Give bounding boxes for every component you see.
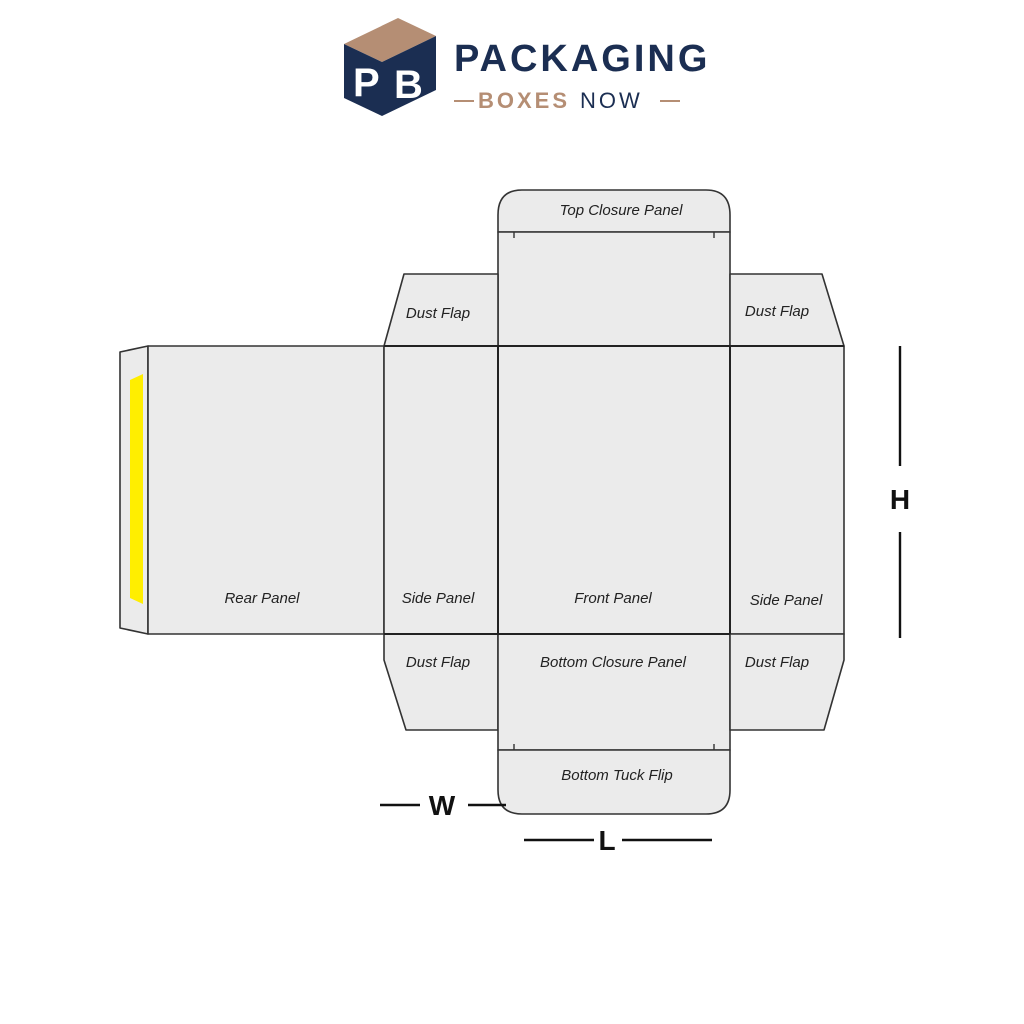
label-dust-flap-bottom-right: Dust Flap	[745, 654, 809, 671]
bottom-tuck-flap	[497, 749, 731, 815]
bottom-closure-panel	[497, 633, 731, 751]
box-logo-icon: P B	[344, 18, 436, 116]
side-panel-right	[729, 345, 845, 635]
brand-boxes-word: BOXES	[478, 88, 571, 113]
brand-now-word: NOW	[580, 88, 643, 113]
brand-rule-right	[660, 100, 680, 102]
top-tuck-region	[497, 231, 731, 347]
logo-letter-b: B	[394, 63, 423, 107]
logo-letter-p: P	[353, 61, 380, 105]
brand-name-line2: BOXES NOW	[478, 88, 643, 114]
label-rear-panel: Rear Panel	[224, 590, 300, 607]
label-front-panel: Front Panel	[574, 590, 652, 607]
label-dust-flap-top-left: Dust Flap	[406, 305, 470, 322]
front-panel	[497, 345, 731, 635]
brand-rule-left	[454, 100, 474, 102]
brand-name-line1: PACKAGING	[454, 38, 711, 80]
dust-flap-bottom-left	[383, 633, 499, 731]
top-closure-panel	[497, 189, 731, 233]
label-dust-flap-bottom-left: Dust Flap	[406, 654, 470, 671]
label-bottom-closure-panel: Bottom Closure Panel	[540, 654, 687, 671]
label-side-panel-left: Side Panel	[402, 590, 475, 607]
label-top-closure-panel: Top Closure Panel	[560, 202, 684, 219]
dust-flap-bottom-right	[729, 633, 845, 731]
label-dust-flap-top-right: Dust Flap	[745, 303, 809, 320]
label-side-panel-right: Side Panel	[750, 592, 823, 609]
dimension-l-label: L	[598, 825, 615, 856]
dimension-w-label: W	[429, 790, 456, 821]
dimension-h-label: H	[890, 484, 910, 515]
glue-strip	[130, 374, 143, 604]
logo-box-right-face	[382, 36, 436, 116]
logo-box-left-face	[344, 44, 382, 116]
rear-panel	[147, 345, 385, 635]
logo-box-lid	[344, 18, 436, 62]
label-bottom-tuck-flap: Bottom Tuck Flip	[561, 767, 672, 784]
